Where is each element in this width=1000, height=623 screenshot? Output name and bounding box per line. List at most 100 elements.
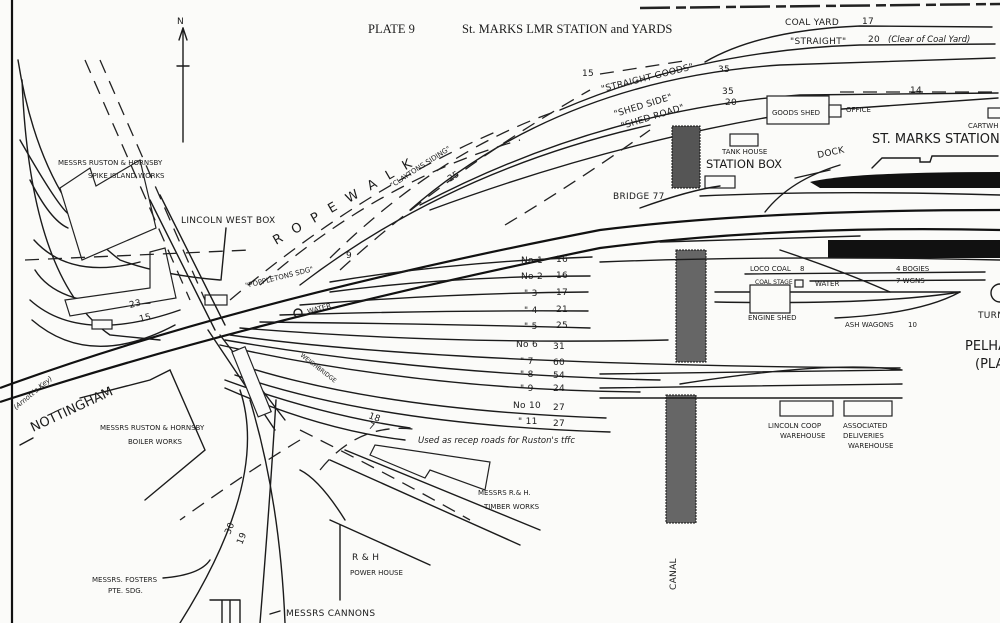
goods-shed	[766, 95, 830, 125]
note-straight: (Clear of Coal Yard)	[888, 35, 970, 45]
siding-length: 54	[553, 371, 565, 381]
canal	[665, 125, 707, 524]
label-loco-coal: LOCO COAL	[750, 265, 791, 273]
len-ash-wagons: 10	[908, 321, 917, 329]
lincoln-coop-warehouse	[779, 400, 834, 417]
label-cartwheel: CARTWH	[968, 122, 999, 130]
siding-length: 16	[556, 271, 568, 281]
siding-labels: No 1 16 No 2 16 " 3 17 " 4 21 " 5 25 No 6 31 "…	[513, 255, 568, 429]
tank-house	[729, 133, 759, 147]
associated-deliveries-warehouse	[843, 400, 893, 417]
label-fosters-1: MESSRS. FOSTERS	[92, 576, 158, 584]
siding-label: " 3	[524, 289, 538, 299]
siding-length: 25	[556, 321, 568, 331]
siding-label: " 5	[524, 322, 538, 332]
siding-label: No 6	[516, 340, 538, 350]
label-loco-water: WATER	[815, 280, 839, 288]
len-7: 7	[367, 421, 376, 432]
station-box	[704, 175, 736, 189]
label-power-house-2: POWER HOUSE	[350, 569, 403, 577]
len-loco-coal: 8	[800, 265, 804, 273]
plate-title: St. MARKS LMR STATION and YARDS	[462, 22, 672, 36]
len-straight-goods: 35	[718, 65, 730, 75]
platform-down	[828, 240, 1000, 258]
goods-roads	[229, 25, 999, 301]
len-18: 18	[367, 411, 382, 425]
len-19: 19	[236, 531, 250, 546]
west-box-pointer	[220, 227, 227, 281]
north-arrow-icon: N	[176, 17, 190, 143]
len-straight: 20	[868, 35, 880, 45]
len-shed-road: 20	[725, 98, 737, 108]
plate-number: PLATE 9	[368, 22, 415, 36]
label-fosters-2: PTE. SDG.	[108, 587, 143, 595]
water-icon	[293, 308, 303, 318]
cannons-pointer	[269, 610, 281, 615]
label-st-marks-station: ST. MARKS STATION	[872, 132, 1000, 147]
label-7-wgns: 7 WGNS	[896, 277, 925, 285]
len-30: 30	[224, 521, 238, 536]
len-straight-goods-back: 15	[582, 69, 594, 79]
label-goods-shed: GOODS SHED	[772, 109, 820, 117]
yard-sidings	[219, 256, 901, 441]
siding-length: 21	[556, 305, 568, 315]
label-timber-works-1: MESSRS R.& H.	[478, 489, 531, 497]
label-pelham: PELHA	[965, 339, 1000, 354]
label-ropewalk: R O P E W A L K	[271, 155, 419, 249]
label-assoc-2: DELIVERIES	[843, 432, 884, 440]
siding-length: 31	[553, 342, 565, 352]
label-assoc-3: WAREHOUSE	[848, 442, 893, 450]
label-tank-house: TANK HOUSE	[721, 148, 767, 156]
label-boiler-works-2: BOILER WORKS	[128, 438, 183, 446]
south-sidings	[179, 389, 541, 623]
warehouse-roads	[599, 366, 903, 399]
siding-length: 27	[553, 419, 565, 429]
north-label: N	[177, 17, 184, 27]
label-weighbridge: WEIGHBRIDGE	[299, 352, 338, 385]
len-shed-road-ext: 14	[910, 86, 922, 96]
siding-label: " 11	[518, 417, 538, 427]
label-engine-shed: ENGINE SHED	[748, 314, 797, 322]
label-bridge-77: BRIDGE 77	[613, 192, 665, 202]
label-spike-island-1: MESSRS RUSTON & HORNSBY	[58, 159, 163, 167]
label-coal-yard: COAL YARD	[785, 18, 839, 28]
note-reception-roads: Used as recep roads for Ruston's tffc	[418, 436, 575, 446]
label-canal: CANAL	[669, 558, 679, 590]
siding-length: 27	[553, 403, 565, 413]
label-timber-works-2: TIMBER WORKS	[483, 503, 540, 511]
label-station-box: STATION BOX	[706, 157, 782, 171]
nottingham-arrow-icon	[19, 437, 34, 446]
loco-depot	[714, 249, 1000, 319]
siding-label: " 4	[524, 306, 538, 316]
siding-label: No 1	[521, 256, 543, 266]
label-boiler-works-1: MESSRS RUSTON & HORNSBY	[100, 424, 205, 432]
siding-label: No 2	[521, 272, 543, 282]
cartwheel-building	[987, 107, 1000, 119]
len-shed-side: 35	[722, 87, 734, 97]
frame-top-edge	[639, 2, 1000, 10]
label-power-house-1: R & H	[352, 553, 379, 563]
fosters-pointer	[162, 559, 211, 579]
label-4-bogies: 4 BOGIES	[896, 265, 930, 273]
label-lincoln-west-box: LINCOLN WEST BOX	[181, 216, 276, 226]
label-ash-wagons: ASH WAGONS	[845, 321, 894, 329]
siding-length: 17	[556, 288, 568, 298]
main-lines	[0, 164, 1000, 404]
siding-label: " 8	[520, 370, 534, 380]
label-pelham-2: (PLA	[975, 357, 1000, 372]
platform-up	[810, 172, 1000, 188]
label-coop-1: LINCOLN COOP	[768, 422, 821, 430]
boiler-works-shed	[231, 345, 272, 418]
label-spike-island-2: SPIKE ISLAND WORKS	[88, 172, 165, 180]
office	[828, 104, 842, 118]
label-coop-2: WAREHOUSE	[780, 432, 825, 440]
siding-length: 24	[553, 384, 565, 394]
len-23: 23	[128, 298, 142, 311]
label-straight: "STRAIGHT"	[790, 37, 846, 47]
siding-length: 16	[556, 255, 568, 265]
boiler-works-outline	[79, 369, 206, 501]
len-coal-yard: 17	[862, 17, 874, 27]
siding-label: " 7	[520, 357, 534, 367]
station-building-outline	[871, 155, 999, 169]
